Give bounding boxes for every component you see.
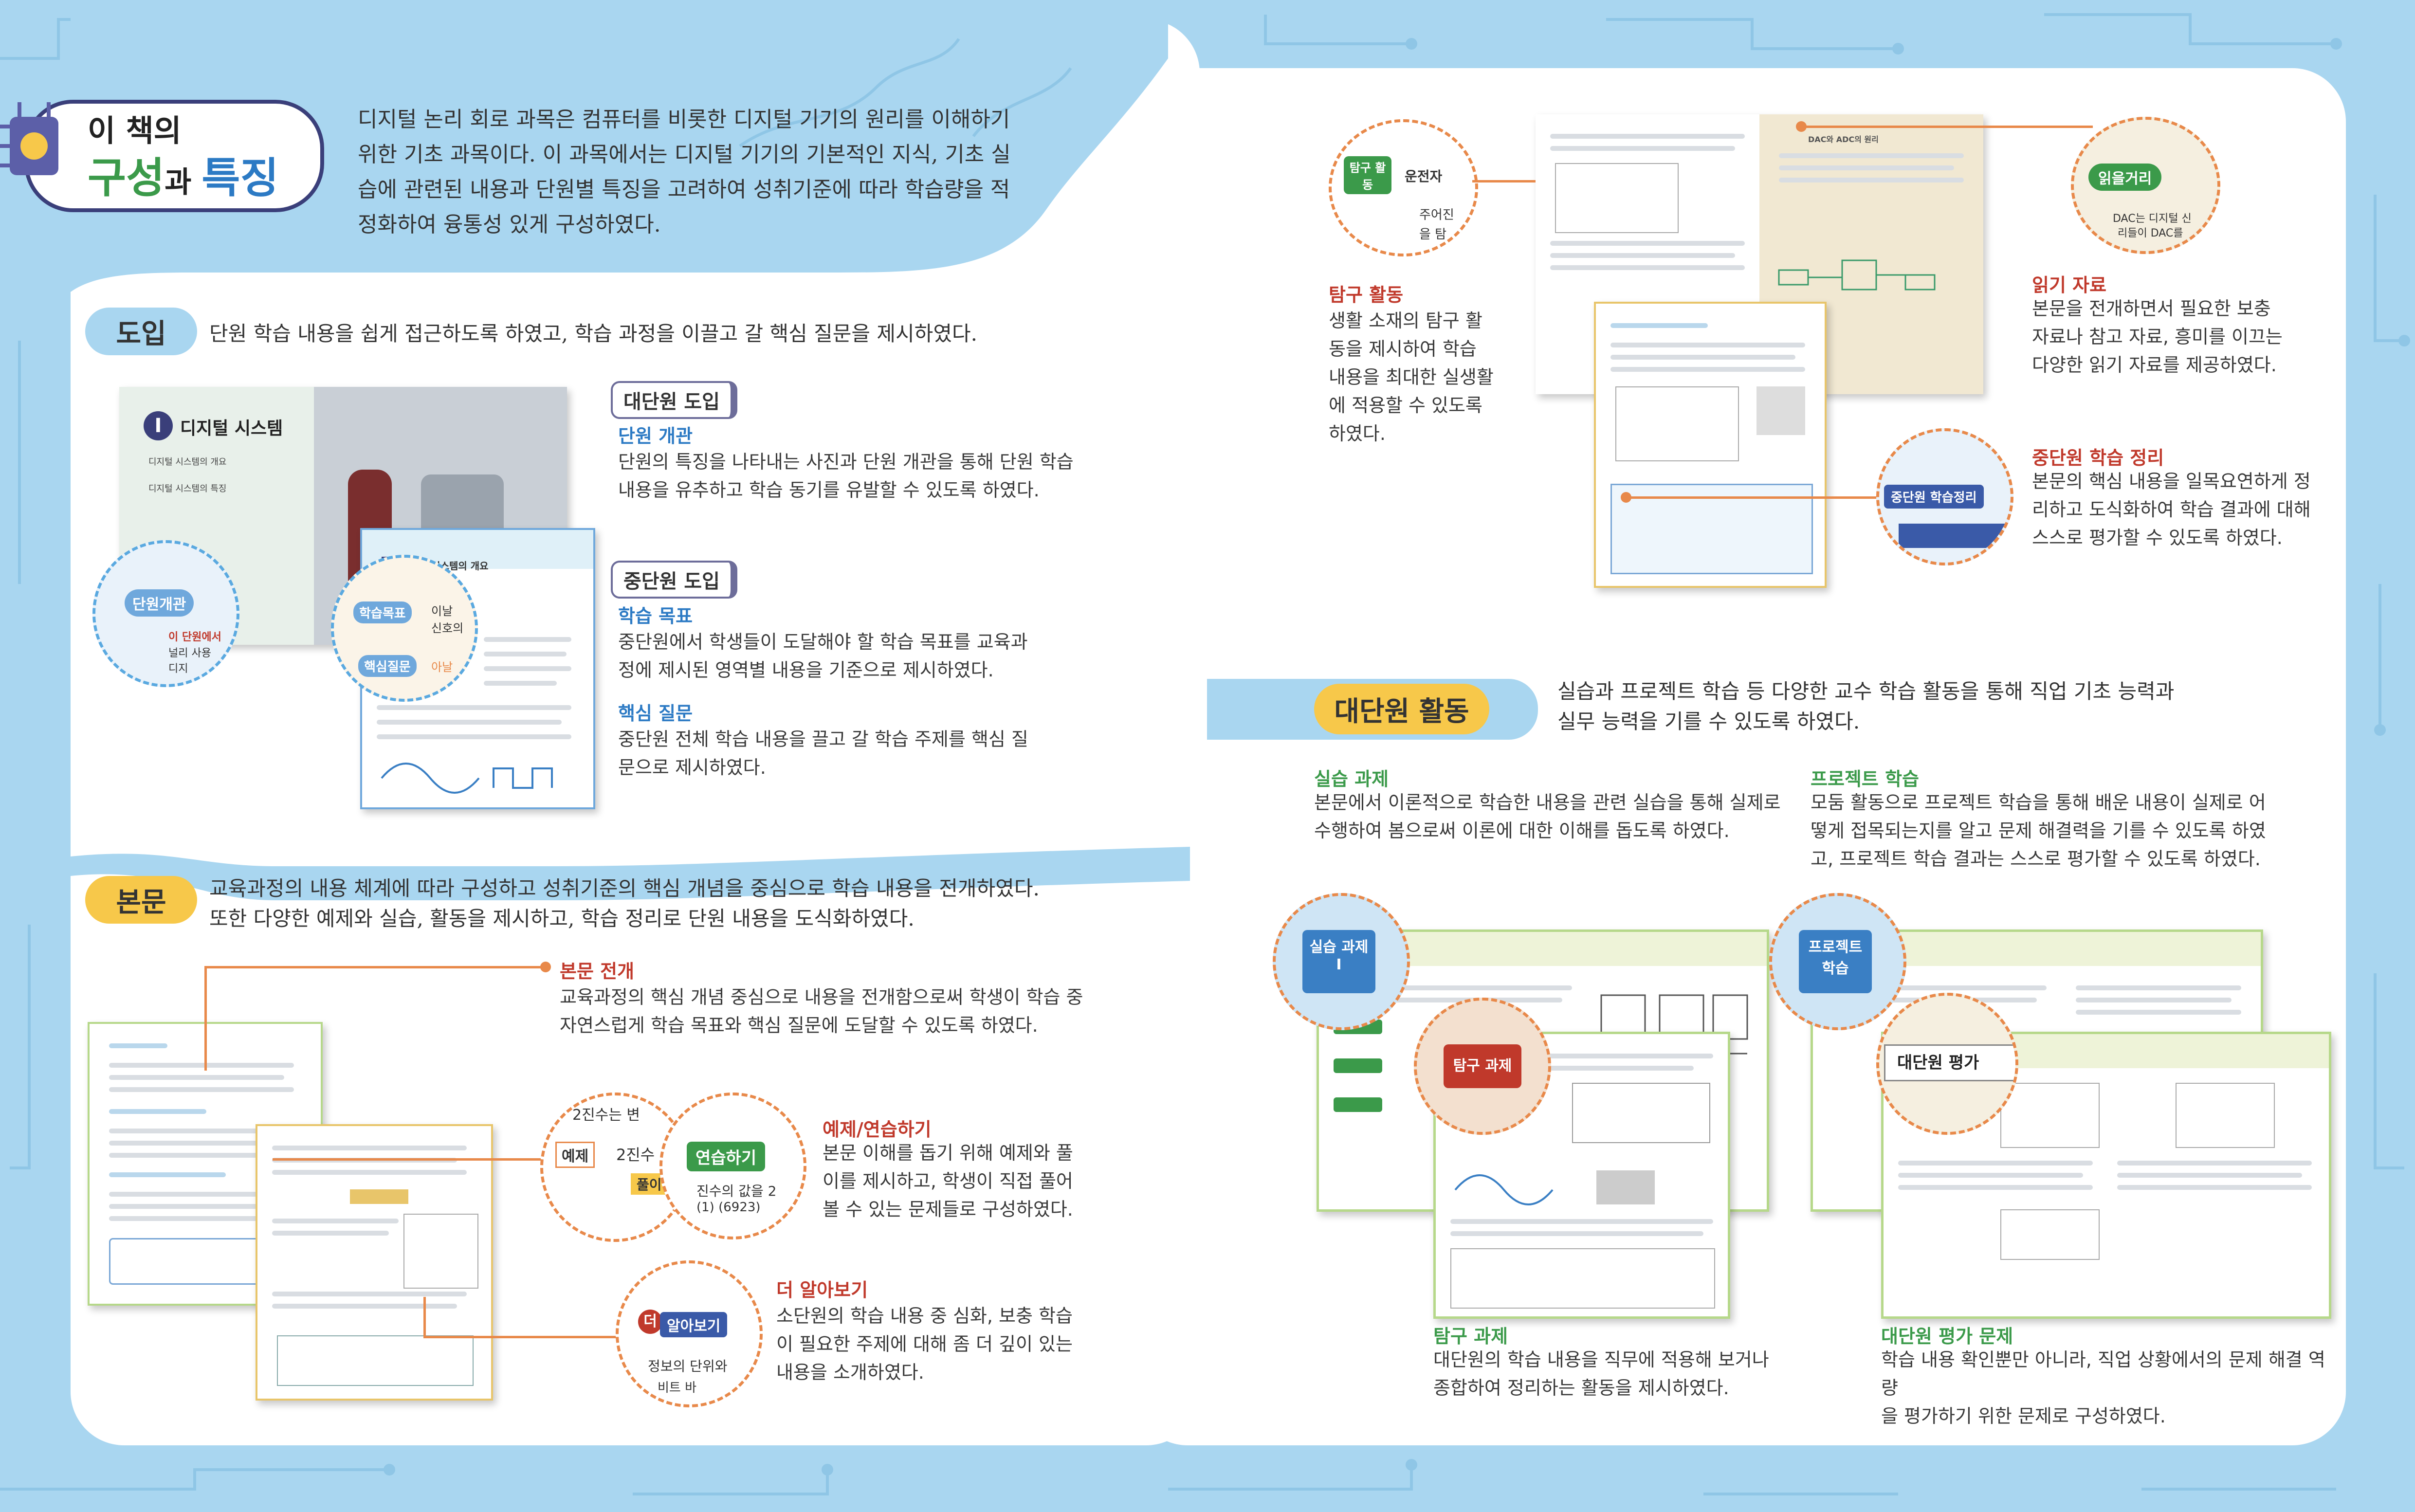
head-reading-material: 읽기 자료 (2032, 274, 2107, 296)
head-body-development: 본문 전개 (560, 961, 635, 982)
connector-reading (1801, 126, 2093, 128)
reading-tag: 읽을거리 (2088, 164, 2162, 191)
daedanwon-label: 대단원 활동 (1314, 684, 1489, 734)
title-word-and: 과 (165, 165, 202, 200)
doip-label: 도입 (85, 308, 197, 355)
doc-title: DAC와 ADC의 원리 (1808, 135, 1879, 144)
doip-desc: 단원 학습 내용을 쉽게 접근하도록 하였고, 학습 과정을 이끌고 갈 핵심 … (209, 322, 977, 346)
explore-activity-tag: 탐구 활동 (1344, 156, 1391, 194)
summary-tag: 중단원 학습정리 (1884, 485, 1984, 509)
bonmun-label: 본문 (85, 876, 197, 924)
unit-number-badge: I (144, 411, 173, 440)
tag-major-unit-intro: 대단원 도입 (611, 381, 737, 419)
title-word-composition: 구성 (88, 154, 165, 202)
circle-reading-material: 읽을거리 DAC는 디지털 신 리들이 DAC를 (2071, 117, 2220, 254)
head-subunit-summary: 중단원 학습 정리 (2032, 447, 2164, 469)
unit-title: 디지털 시스템 (180, 419, 283, 438)
connector-more (423, 1297, 426, 1336)
connector-example (273, 1158, 545, 1161)
head-example-practice: 예제/연습하기 (823, 1119, 932, 1140)
bonmun-desc: 교육과정의 내용 체계에 따라 구성하고 성취기준의 핵심 개념을 중심으로 학… (209, 876, 1040, 930)
unit-overview-tag: 단원개관 (125, 589, 194, 617)
example-tag: 예제 (555, 1142, 595, 1168)
summary-thumbnail (1594, 302, 1827, 588)
unit-item-1: 디지털 시스템의 개요 (148, 457, 227, 467)
unit-item-2: 디지털 시스템의 특징 (148, 484, 227, 494)
head-core-question: 핵심 질문 (618, 703, 693, 724)
head-explore-task: 탐구 과제 (1433, 1326, 1508, 1347)
head-project-learning: 프로젝트 학습 (1811, 768, 1919, 790)
explore-task-chip: 탐구 과제 (1444, 1044, 1521, 1088)
body-thumbnail-2 (256, 1124, 493, 1401)
circle-explore-activity: 탐구 활동 운전자 주어진 을 탐 (1329, 119, 1478, 256)
circle-more-info: 더 알아보기 정보의 단위와 비트 바 (616, 1260, 763, 1407)
more-tag: 알아보기 (660, 1312, 728, 1337)
title-line1: 이 책의 (88, 113, 182, 148)
head-practice-task: 실습 과제 (1314, 768, 1389, 790)
head-learning-goal: 학습 목표 (618, 605, 693, 627)
circle-unit-overview: 단원개관 이 단원에서 널리 사용 디지 (92, 540, 239, 687)
practice-tag: 연습하기 (687, 1142, 766, 1171)
head-explore-activity: 탐구 활동 (1329, 284, 1404, 306)
learning-goal-tag: 학습목표 (353, 601, 412, 623)
head-more-info: 더 알아보기 (776, 1279, 868, 1301)
title-line2: 구성과 특징 (88, 144, 279, 204)
more-badge: 더 (638, 1310, 662, 1334)
head-unit-overview: 단원 개관 (618, 425, 693, 447)
title-word-features: 특징 (201, 154, 279, 202)
subunit-waveform (381, 763, 553, 794)
connector-summary (1626, 496, 1879, 499)
circle-practice: 연습하기 진수의 값을 2 (1) (6923) (659, 1093, 806, 1239)
circle-subunit-goals: 학습목표 이날 신호의 핵심질문 아날 (331, 555, 478, 702)
tag-sub-unit-intro: 중단원 도입 (611, 561, 737, 599)
head-unit-eval: 대단원 평가 문제 (1881, 1326, 2013, 1347)
header-circuit-lines (739, 38, 1072, 147)
daedanwon-desc: 실습과 프로젝트 학습 등 다양한 교수 학습 활동을 통해 직업 기초 능력과… (1557, 679, 2175, 733)
circle-explore-task: 탐구 과제 (1414, 998, 1551, 1135)
header-wave (0, 0, 1168, 292)
connector-explore (1472, 180, 1536, 182)
section-wave (71, 827, 1190, 900)
unit-eval-chip: 대단원 평가 (1884, 1044, 2015, 1081)
connector-body-dev (204, 966, 545, 968)
title-box (24, 100, 324, 212)
title-chip-icon (0, 102, 58, 175)
core-question-tag: 핵심질문 (358, 655, 417, 677)
circle-subunit-summary: 중단원 학습정리 (1876, 428, 2013, 565)
circle-unit-eval: 대단원 평가 (1876, 993, 2018, 1135)
